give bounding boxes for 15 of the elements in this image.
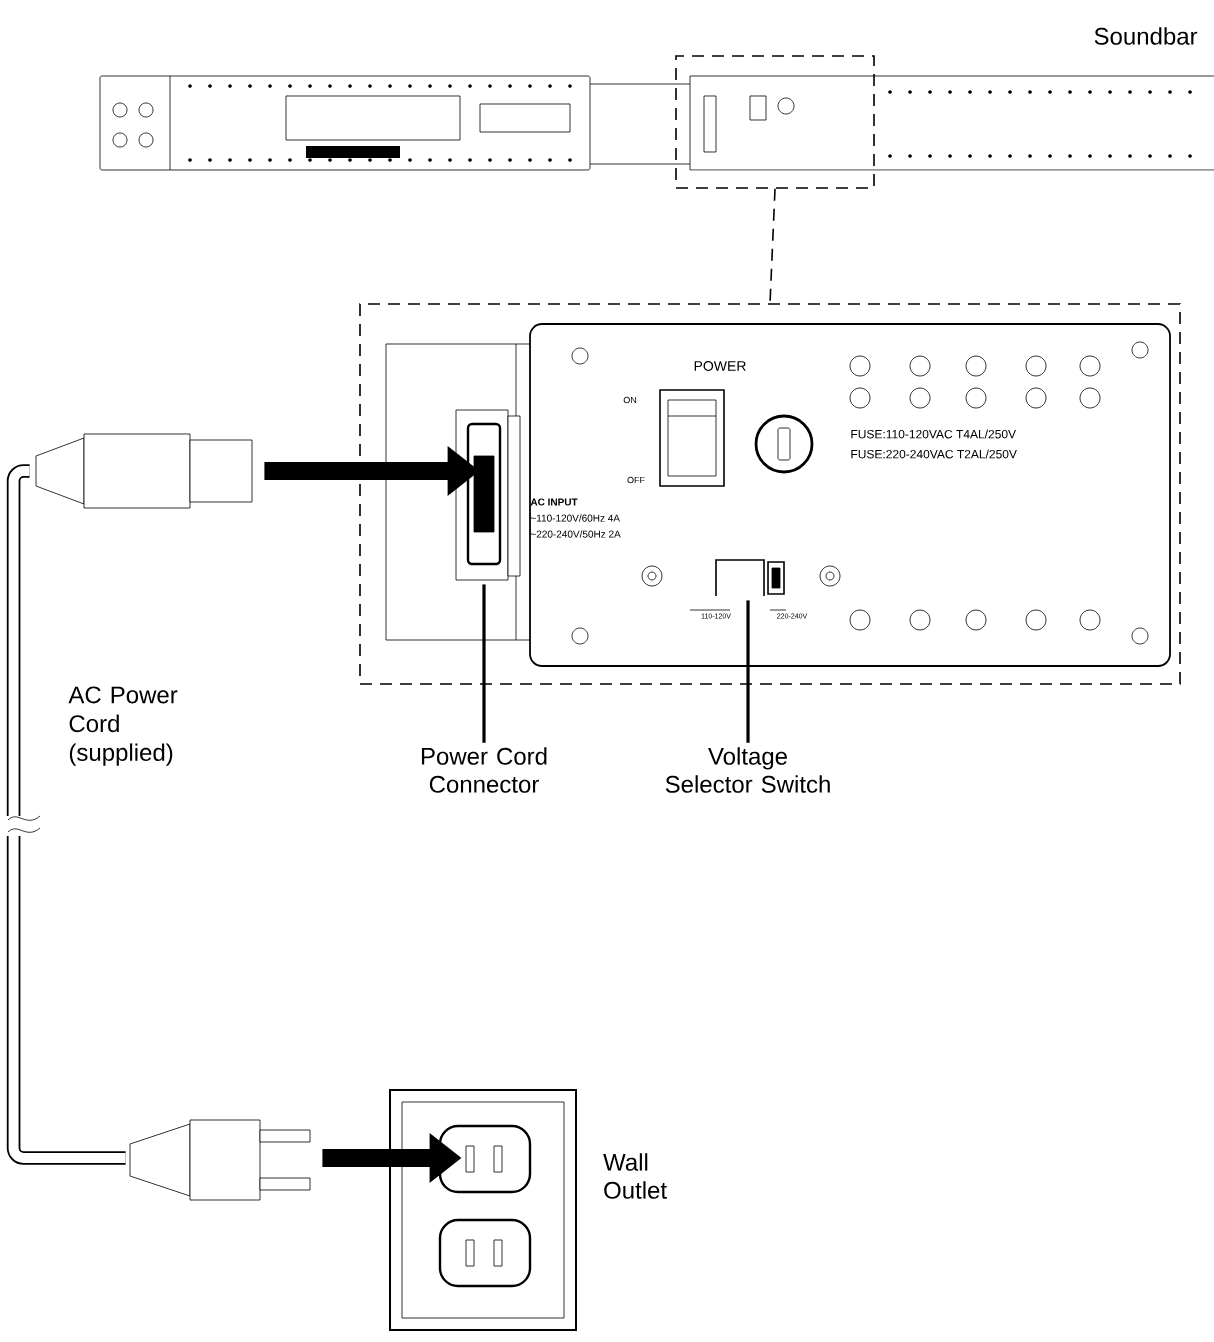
label-text: AC Power Cord (supplied) [68, 686, 178, 766]
switch-drawing [689, 559, 787, 611]
part-label: Wall Outlet [603, 1153, 667, 1199]
plug-drawing [35, 433, 253, 509]
leader-line [482, 584, 486, 743]
part-label: Voltage Selector Switch [665, 747, 830, 793]
label-text: Soundbar [1094, 27, 1198, 45]
part-label: Power Cord Connector [421, 747, 547, 793]
power-cord [6, 464, 126, 1165]
detail-frame [675, 55, 875, 189]
connector-drawing [455, 409, 521, 581]
plug-drawing [129, 1119, 311, 1201]
leader-line [769, 188, 776, 304]
leader-line [746, 600, 750, 743]
outlet-drawing [389, 1089, 577, 1331]
